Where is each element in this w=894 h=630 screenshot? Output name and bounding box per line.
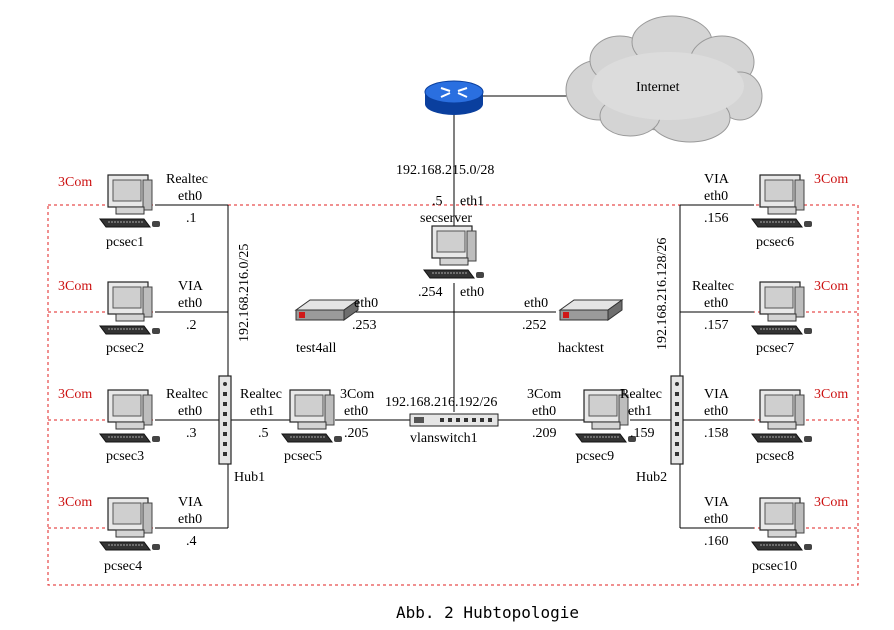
pcsec2-ip: .2 [186,318,197,333]
pcsec4-name: pcsec4 [104,559,142,574]
pcsec7-vendor: 3Com [814,279,848,294]
hacktest-firewall-icon [559,299,623,321]
pcsec3-computer-icon [99,389,161,443]
pcsec1-ip: .1 [186,211,197,226]
pcsec8-name: pcsec8 [756,449,794,464]
pcsec3-eth: eth0 [178,404,202,419]
pcsec4-ip: .4 [186,534,197,549]
vlanswitch-label: vlanswitch1 [410,431,478,446]
pcsec2-computer-icon [99,281,161,335]
pcsec8-computer-icon [751,389,813,443]
mid-subnet-label: 192.168.216.192/26 [385,395,497,410]
secserver-ip-down: .254 [418,285,443,300]
hub2-label: Hub2 [636,470,667,485]
pcsec1-vendor: 3Com [58,175,92,190]
pcsec9-eth1: eth1 [628,404,652,419]
hacktest-name: hacktest [558,341,604,356]
pcsec9-name: pcsec9 [576,449,614,464]
secserver-eth0: eth0 [460,285,484,300]
pcsec10-computer-icon [751,497,813,551]
pcsec5-ip0: .205 [344,426,369,441]
pcsec8-ip: .158 [704,426,729,441]
pcsec4-computer-icon [99,497,161,551]
pcsec3-vendor: 3Com [58,387,92,402]
pcsec8-eth: eth0 [704,404,728,419]
hub1-label: Hub1 [234,470,265,485]
pcsec7-nic: Realtec [692,279,734,294]
pcsec3-name: pcsec3 [106,449,144,464]
pcsec10-eth: eth0 [704,512,728,527]
pcsec3-nic: Realtec [166,387,208,402]
secserver-ip-up: .5 [432,194,443,209]
secserver-name: secserver [420,211,472,226]
pcsec1-eth: eth0 [178,189,202,204]
vlanswitch-icon [409,413,499,427]
pcsec4-eth: eth0 [178,512,202,527]
left-subnet-label: 192.168.216.0/25 [237,244,252,342]
pcsec7-name: pcsec7 [756,341,794,356]
test4all-firewall-icon [295,299,359,321]
pcsec9-ip1: .159 [630,426,655,441]
pcsec1-name: pcsec1 [106,235,144,250]
pcsec5-ip1: .5 [258,426,269,441]
pcsec4-nic: VIA [178,495,204,510]
pcsec10-name: pcsec10 [752,559,797,574]
test4all-name: test4all [296,341,337,356]
pcsec7-computer-icon [751,281,813,335]
uplink-subnet-label: 192.168.215.0/28 [396,163,494,178]
pcsec5-computer-icon [281,389,343,443]
hub2-icon [670,375,684,465]
pcsec2-eth: eth0 [178,296,202,311]
pcsec6-computer-icon [751,174,813,228]
hub1-icon [218,375,232,465]
internet-label: Internet [636,80,680,95]
router-icon [424,80,484,115]
pcsec9-ip0: .209 [532,426,557,441]
pcsec3-ip: .3 [186,426,197,441]
pcsec5-nic1: Realtec [240,387,282,402]
pcsec1-nic: Realtec [166,172,208,187]
right-subnet-label: 192.168.216.128/26 [655,238,670,350]
pcsec6-eth: eth0 [704,189,728,204]
pcsec9-nic1: Realtec [620,387,662,402]
pcsec5-name: pcsec5 [284,449,322,464]
pcsec8-nic: VIA [704,387,730,402]
hacktest-eth: eth0 [524,296,548,311]
pcsec7-eth: eth0 [704,296,728,311]
network-links [155,95,754,529]
hacktest-ip: .252 [522,318,547,333]
pcsec10-nic: VIA [704,495,730,510]
pcsec5-eth1: eth1 [250,404,274,419]
pcsec10-vendor: 3Com [814,495,848,510]
pcsec1-computer-icon [99,174,161,228]
pcsec6-name: pcsec6 [756,235,794,250]
pcsec2-nic: VIA [178,279,204,294]
figure-caption: Abb. 2 Hubtopologie [396,603,579,622]
pcsec2-name: pcsec2 [106,341,144,356]
pcsec9-eth0: eth0 [532,404,556,419]
pcsec8-vendor: 3Com [814,387,848,402]
test4all-ip: .253 [352,318,377,333]
pcsec6-nic: VIA [704,172,730,187]
pcsec2-vendor: 3Com [58,279,92,294]
secserver-eth1: eth1 [460,194,484,209]
pcsec10-ip: .160 [704,534,729,549]
pcsec5-nic0: 3Com [340,387,374,402]
internet-cloud: Internet [565,15,763,143]
pcsec5-eth0: eth0 [344,404,368,419]
pcsec9-nic0: 3Com [527,387,561,402]
pcsec7-ip: .157 [704,318,729,333]
test4all-eth: eth0 [354,296,378,311]
secserver-computer-icon [423,225,485,279]
pcsec4-vendor: 3Com [58,495,92,510]
pcsec6-vendor: 3Com [814,172,848,187]
pcsec6-ip: .156 [704,211,729,226]
